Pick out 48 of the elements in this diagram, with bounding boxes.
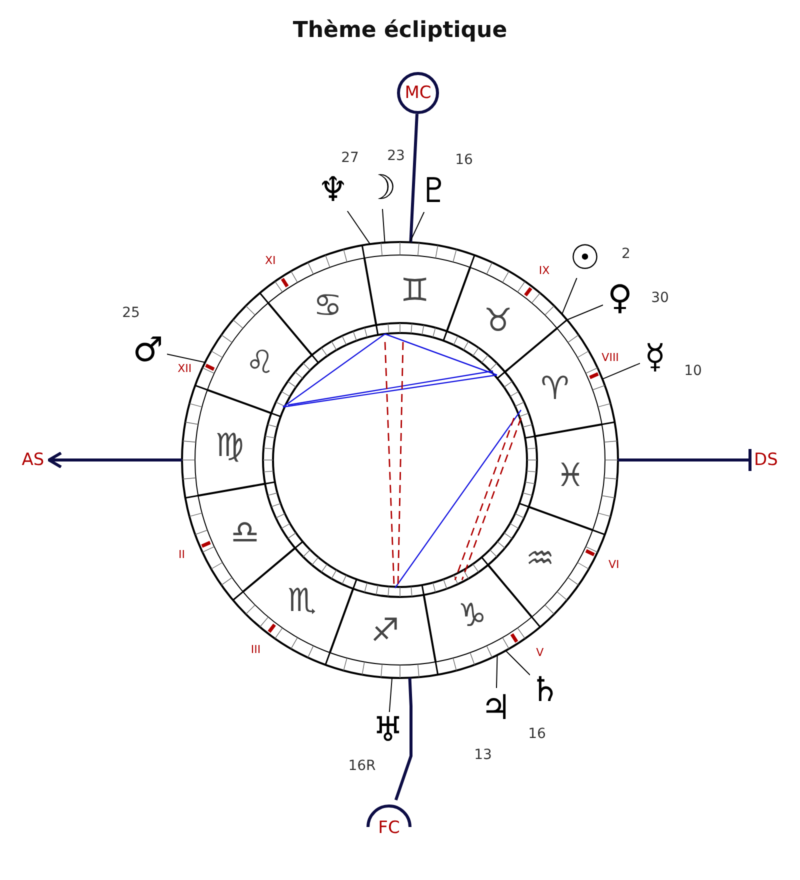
degree-label: 10 bbox=[683, 362, 703, 380]
zodiac-sign-symbol: ♒ bbox=[524, 538, 556, 578]
degree-label: 27 bbox=[340, 149, 360, 167]
house-number: VIII bbox=[600, 350, 620, 364]
degree-label: 13 bbox=[473, 746, 493, 764]
zodiac-sign-symbol: ♓ bbox=[555, 454, 586, 495]
leader-line bbox=[388, 677, 392, 712]
degree-label: 30 bbox=[650, 289, 670, 307]
angle-axis-line bbox=[409, 114, 418, 242]
zodiac-sign-symbol: ♐ bbox=[370, 610, 400, 650]
leader-line bbox=[409, 212, 425, 243]
leader-line bbox=[505, 650, 530, 676]
chart-title: Thème écliptique bbox=[292, 16, 508, 44]
house-number: XII bbox=[176, 362, 193, 376]
zodiac-sign-symbol: ♍ bbox=[214, 425, 245, 466]
house-number: IX bbox=[538, 264, 551, 278]
leader-line bbox=[166, 354, 206, 363]
zodiac-sign-symbol: ♊ bbox=[400, 270, 430, 310]
angle-circle-marker: MC bbox=[397, 72, 439, 114]
zodiac-sign-symbol: ♎ bbox=[230, 512, 260, 552]
zodiac-sign-symbol: ♑ bbox=[456, 594, 488, 635]
angle-axis-line bbox=[394, 678, 412, 800]
house-number: II bbox=[177, 548, 186, 562]
degree-label: 16 bbox=[527, 725, 547, 743]
leader-line bbox=[346, 210, 371, 245]
leader-line bbox=[566, 304, 604, 320]
degree-label: 2 bbox=[620, 245, 632, 263]
leader-line bbox=[496, 654, 498, 688]
zodiac-sign-symbol: ♏ bbox=[286, 580, 318, 620]
angle-label: DS bbox=[750, 449, 782, 471]
leader-line bbox=[382, 208, 386, 244]
angle-label: AS bbox=[17, 449, 49, 471]
house-number: VI bbox=[608, 557, 620, 572]
zodiac-sign-symbol: ♉ bbox=[482, 300, 514, 340]
zodiac-sign-symbol: ♈ bbox=[540, 368, 570, 408]
house-number: XI bbox=[264, 253, 277, 268]
house-number: V bbox=[535, 646, 545, 660]
degree-label: 16R bbox=[347, 757, 377, 775]
degree-label: 25 bbox=[121, 304, 141, 322]
house-number: III bbox=[250, 642, 262, 656]
angle-axis-line bbox=[618, 448, 752, 472]
angle-axis-line bbox=[48, 452, 182, 468]
leader-line bbox=[602, 362, 640, 380]
degree-label: 16 bbox=[454, 151, 474, 169]
leader-line bbox=[562, 278, 578, 315]
zodiac-sign-symbol: ♌ bbox=[244, 342, 276, 382]
zodiac-sign-symbol: ♋ bbox=[312, 285, 344, 326]
degree-label: 23 bbox=[386, 147, 406, 165]
